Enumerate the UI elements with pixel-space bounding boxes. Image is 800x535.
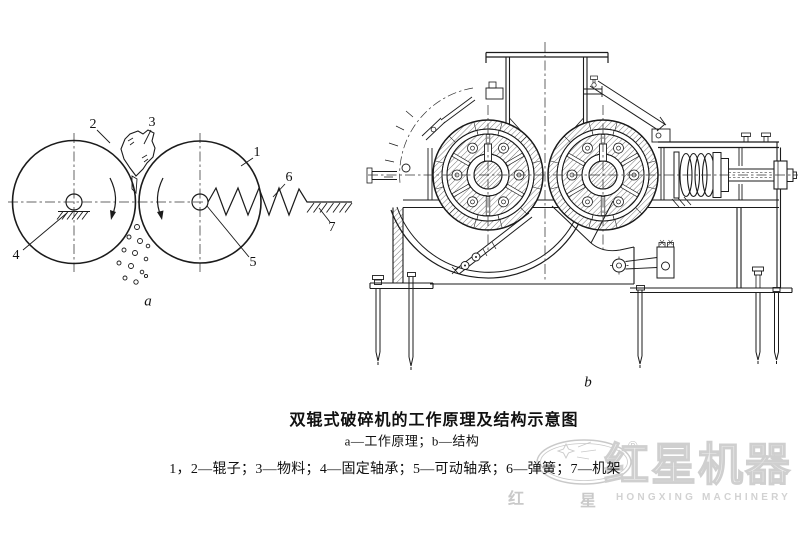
figure-title: 双辊式破碎机的工作原理及结构示意图 bbox=[289, 412, 579, 429]
leader-lines bbox=[22, 129, 331, 258]
registered-mark: ® bbox=[628, 438, 638, 453]
watermark-seal-right: 星 bbox=[580, 493, 597, 510]
base-frame bbox=[369, 208, 793, 294]
spring-symbol bbox=[207, 186, 352, 217]
hopper-brackets bbox=[584, 75, 671, 143]
part-label-3: 3 bbox=[148, 115, 156, 130]
part-label-5: 5 bbox=[249, 255, 257, 270]
fixed-bearing-hatch bbox=[56, 211, 90, 220]
centerlines bbox=[368, 42, 798, 280]
discharge-chute bbox=[551, 200, 635, 252]
pressure-spring bbox=[671, 151, 797, 208]
figure-subtitle: a—工作原理；b—结构 bbox=[344, 433, 480, 449]
anchor-bolts bbox=[372, 266, 781, 370]
frame-wall-hatch bbox=[306, 202, 353, 213]
adjusting-rod bbox=[451, 212, 533, 275]
material-lump bbox=[120, 129, 156, 195]
part-label-4: 4 bbox=[12, 248, 20, 263]
part-label-7: 7 bbox=[328, 220, 336, 235]
diagram-a-working-principle bbox=[8, 129, 353, 285]
diagram-a-label: a bbox=[144, 293, 152, 310]
diagram-b-label: b bbox=[584, 374, 592, 391]
part-label-1: 1 bbox=[253, 145, 261, 160]
feed-hopper bbox=[485, 51, 609, 135]
rotation-arrows bbox=[109, 177, 164, 220]
figure-legend: 1，2—辊子；3—物料；4—固定轴承；5—可动轴承；6—弹簧；7—机架 bbox=[169, 462, 621, 477]
star-icon bbox=[556, 442, 576, 460]
watermark-brand-cn: 红星机器 bbox=[603, 439, 793, 490]
watermark-brand-en: HONGXING MACHINERY bbox=[616, 492, 792, 503]
part-label-2: 2 bbox=[89, 117, 97, 132]
roller-2 bbox=[11, 139, 137, 265]
watermark-seal-left: 红 bbox=[508, 491, 525, 508]
roller-1 bbox=[138, 140, 262, 264]
diagram-b-structure bbox=[366, 42, 798, 370]
left-column bbox=[366, 148, 433, 283]
crushed-particles bbox=[116, 224, 151, 285]
toggle-linkage bbox=[610, 239, 675, 279]
part-label-6: 6 bbox=[285, 170, 293, 185]
